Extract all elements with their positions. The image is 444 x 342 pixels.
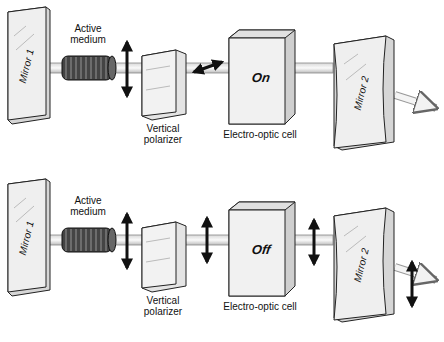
part-label: Vertical polarizer: [130, 296, 196, 317]
part-label: Vertical polarizer: [130, 124, 196, 145]
mirror: Mirror 2: [328, 206, 396, 324]
mirror: Mirror 1: [2, 178, 52, 298]
part-label: Active medium: [58, 196, 118, 217]
part-label: Active medium: [58, 24, 118, 45]
part-label: Electro-optic cell: [218, 130, 302, 141]
electro-optic-cell: On: [225, 28, 297, 126]
part-label: Electro-optic cell: [218, 302, 302, 313]
electro-optic-cell-label: Off: [251, 242, 272, 257]
mirror: Mirror 2: [328, 34, 396, 152]
mirror: Mirror 1: [2, 6, 52, 126]
electro-optic-cell: Off: [225, 200, 297, 298]
electro-optic-cell-label: On: [251, 70, 271, 85]
